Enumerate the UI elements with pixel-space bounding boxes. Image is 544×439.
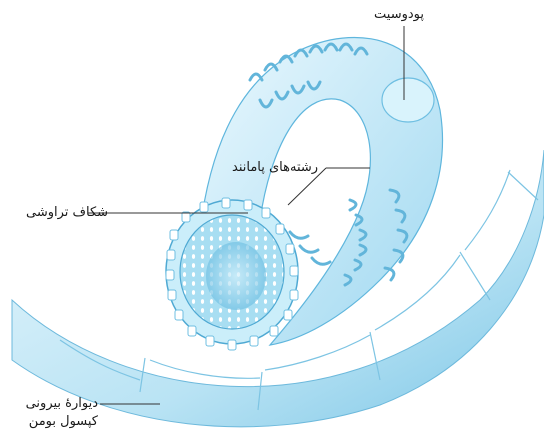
capillary-lumen xyxy=(206,242,266,310)
label-filtration-slit: شکاف تراوشی xyxy=(26,204,108,222)
label-foot-processes: رشته‌های پامانند xyxy=(232,159,318,177)
label-podocyte: پودوسیت xyxy=(374,6,424,24)
label-outer-wall-line2: کپسول بومن xyxy=(8,413,98,431)
label-outer-wall-line1: دیوارهٔ بیرونی xyxy=(8,395,98,413)
podocyte-body xyxy=(382,78,434,122)
label-outer-wall: دیوارهٔ بیرونی کپسول بومن xyxy=(8,395,98,431)
